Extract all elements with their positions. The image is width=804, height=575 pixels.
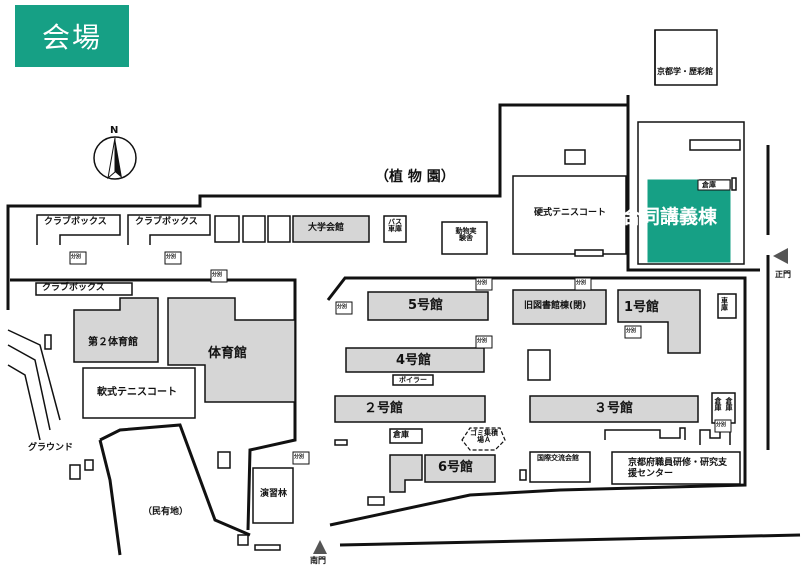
waste-label: 分別 [477,280,488,286]
building2-label: ２号館 [364,401,404,416]
joint-lecture-label: 合同講義棟 [622,206,718,228]
garage-right-label: 車庫 [721,297,728,312]
intl-exchange-label: 国際交流会館 [537,454,579,462]
waste-label: 分別 [71,254,82,260]
university-hall-label: 大学会館 [308,223,345,233]
waste-label: 分別 [576,280,587,286]
old-library-label: 旧図書館棟(閉) [524,301,587,311]
waste-label: 分別 [337,304,348,310]
waste-label: 分別 [294,454,305,460]
south-gate-label[interactable]: 南門 [310,556,326,565]
building-outlines [35,139,741,551]
bus-garage-label: バス車庫 [388,218,402,233]
club-box-1-label: クラブボックス [44,217,107,227]
club-box-2-label: クラブボックス [135,217,198,227]
main-gate-label[interactable]: 正門 [775,270,791,279]
joint-lecture-building [647,179,731,263]
storage-right2-label: 倉庫 [725,397,733,411]
warehouse-label: 倉庫 [702,181,716,189]
boiler-label: ボイラー [399,376,427,384]
kyoto-pref-arch-label: 京都学・歴彩館 [657,67,713,76]
storage-small-label: 倉庫 [393,430,409,439]
compass-icon [93,136,137,180]
gym2-label: 第２体育館 [88,337,138,348]
animal-lab-label: 動物実験舎 [455,227,477,242]
north-label: N [110,125,119,136]
page-title: 会場 [15,5,129,67]
club-box-3-label: クラブボックス [42,283,105,293]
thin-lines [7,29,745,441]
main-gate-arrow-icon [773,248,788,264]
gray-buildings [73,215,701,493]
storage-right-label: 倉庫 [714,397,722,411]
private-land-label: （民有地） [143,507,189,517]
waste-label: 分別 [212,272,223,278]
waste-bins [69,251,732,465]
botanical-garden-label: （植 物 園） [375,169,455,185]
waste-label: 分別 [716,422,727,428]
building6-label: 6号館 [438,460,474,475]
garbage-label: ゴミ集積場Ａ [470,429,498,444]
boundary-walls [6,95,801,556]
hard-tennis-label: 硬式テニスコート [534,208,607,218]
building1-label: 1号館 [624,300,660,315]
soft-tennis-label: 軟式テニスコート [97,387,177,398]
training-center-label: 京都府職員研修・研究支援センター [628,458,728,479]
garbage-area [461,427,506,451]
waste-label: 分別 [626,328,637,334]
gym-label: 体育館 [208,346,248,361]
building4-label: 4号館 [396,353,432,368]
building5-label: 5号館 [408,298,444,313]
building3-label: ３号館 [594,401,634,416]
practice-forest-label: 演習林 [260,489,288,499]
waste-label: 分別 [166,254,177,260]
ground-label: グラウンド [28,443,74,453]
waste-label: 分別 [477,338,488,344]
warehouse-box [697,179,731,191]
south-gate-arrow-icon [313,540,327,554]
